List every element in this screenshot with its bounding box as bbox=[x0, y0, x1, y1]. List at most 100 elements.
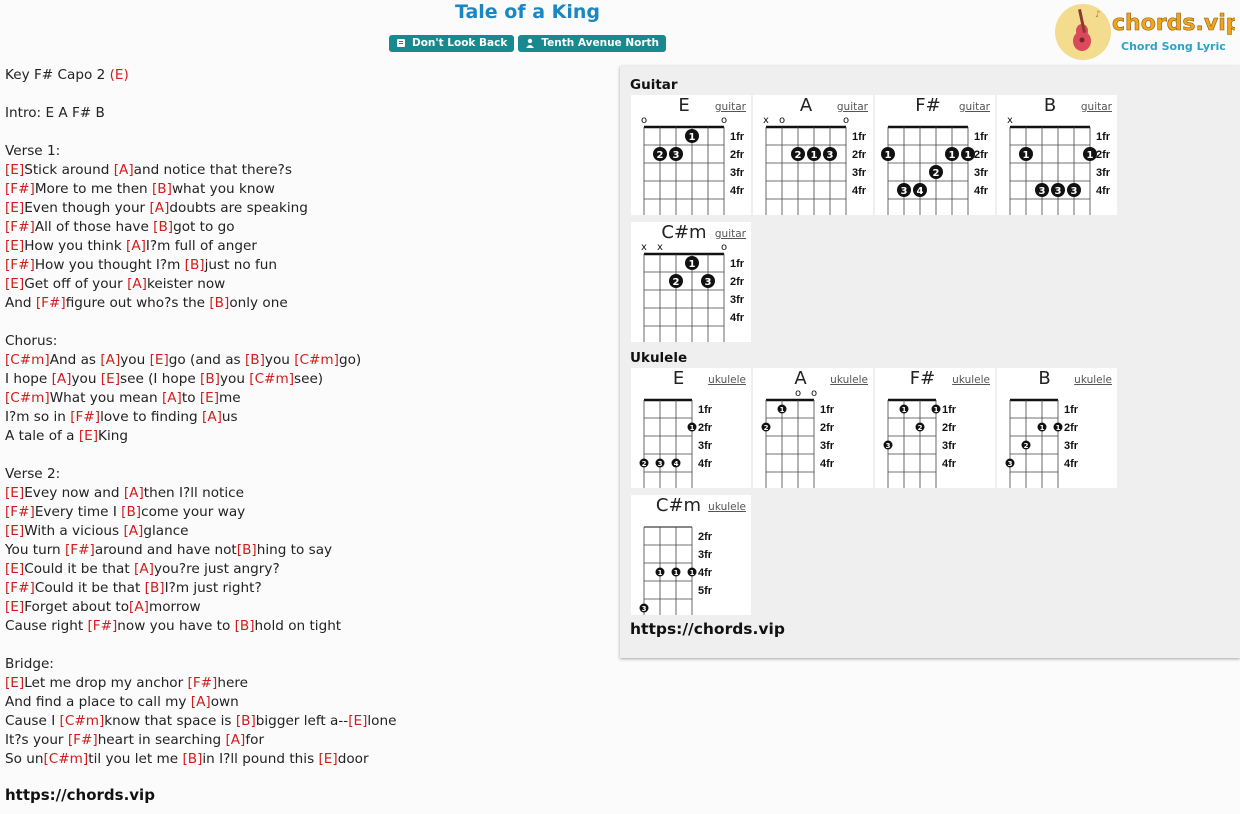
chord-link[interactable]: [C#m] bbox=[59, 713, 105, 729]
svg-text:2fr: 2fr bbox=[1064, 422, 1079, 434]
chord-link[interactable]: [F#] bbox=[70, 409, 101, 425]
chord-link[interactable]: [F#] bbox=[64, 542, 95, 558]
chord-link[interactable]: [A] bbox=[161, 390, 182, 406]
lyric-text: How you thought I?m bbox=[34, 257, 185, 273]
chord-link[interactable]: [F#] bbox=[5, 504, 35, 520]
chord-link[interactable]: [E] bbox=[5, 561, 25, 577]
lyric-line: A tale of a [E]King bbox=[5, 427, 605, 446]
chord-link[interactable]: [B] bbox=[121, 504, 142, 520]
chord-link[interactable]: [A] bbox=[127, 276, 147, 292]
site-logo[interactable]: ♪ chords.vip Chord Song Lyric bbox=[1055, 3, 1240, 61]
chord-link[interactable]: [A] bbox=[129, 599, 149, 615]
song-title[interactable]: Tale of a King bbox=[454, 1, 601, 23]
svg-text:4: 4 bbox=[674, 460, 679, 468]
svg-text:3fr: 3fr bbox=[1096, 167, 1111, 179]
chord-link[interactable]: [A] bbox=[123, 485, 144, 501]
chord-link[interactable]: [C#m] bbox=[5, 352, 50, 368]
chord-link[interactable]: [E] bbox=[5, 200, 25, 216]
chord-link[interactable]: [A] bbox=[113, 162, 134, 178]
chord-link[interactable]: [E] bbox=[149, 352, 169, 368]
instrument-link[interactable]: guitar bbox=[836, 101, 868, 113]
chord-link[interactable]: [F#] bbox=[67, 732, 98, 748]
panel-url[interactable]: https://chords.vip bbox=[630, 620, 785, 638]
svg-text:4fr: 4fr bbox=[820, 458, 835, 470]
chord-link[interactable]: [B] bbox=[235, 713, 256, 729]
lyric-text: go) bbox=[338, 352, 362, 368]
lyric-text: know that space is bbox=[104, 713, 236, 729]
chord-link[interactable]: [E] bbox=[78, 428, 99, 444]
chord-link[interactable]: [A] bbox=[123, 523, 144, 539]
chord-link[interactable]: [E] bbox=[318, 751, 338, 767]
svg-text:1: 1 bbox=[885, 150, 892, 161]
chord-link[interactable]: [B] bbox=[244, 352, 265, 368]
svg-text:1: 1 bbox=[690, 569, 695, 577]
chord-link[interactable]: [F#] bbox=[187, 675, 218, 691]
chord-link[interactable]: [B] bbox=[184, 257, 205, 273]
instrument-link[interactable]: ukulele bbox=[952, 374, 990, 386]
chord-link[interactable]: (E) bbox=[109, 67, 129, 83]
chord-link[interactable]: [B] bbox=[182, 751, 203, 767]
svg-text:1: 1 bbox=[1040, 424, 1045, 432]
chord-link[interactable]: [E] bbox=[5, 162, 25, 178]
chord-link[interactable]: [C#m] bbox=[249, 371, 294, 387]
chord-link[interactable]: [E] bbox=[5, 523, 25, 539]
chord-link[interactable]: [A] bbox=[149, 200, 170, 216]
chord-link[interactable]: [B] bbox=[234, 618, 255, 634]
chord-link[interactable]: [E] bbox=[5, 675, 25, 691]
svg-text:o: o bbox=[721, 242, 727, 253]
chord-link[interactable]: [A] bbox=[225, 732, 246, 748]
instrument-link[interactable]: guitar bbox=[958, 101, 990, 113]
chord-link[interactable]: [E] bbox=[5, 238, 25, 254]
chord-link[interactable]: [A] bbox=[100, 352, 121, 368]
chord-link[interactable]: [C#m] bbox=[5, 390, 50, 406]
instrument-link[interactable]: guitar bbox=[714, 228, 746, 240]
chord-link[interactable]: [A] bbox=[190, 694, 211, 710]
chord-link[interactable]: [C#m] bbox=[43, 751, 89, 767]
lyric-text: til you let me bbox=[88, 751, 183, 767]
chord-link[interactable]: [E] bbox=[348, 713, 368, 729]
album-badge[interactable]: Don't Look Back bbox=[389, 35, 515, 52]
chord-link[interactable]: [F#] bbox=[5, 219, 35, 235]
chord-link[interactable]: [A] bbox=[126, 238, 146, 254]
chord-link[interactable]: [F#] bbox=[5, 580, 35, 596]
footer-url[interactable]: https://chords.vip bbox=[5, 786, 155, 804]
chord-link[interactable]: [C#m] bbox=[294, 352, 339, 368]
chord-link[interactable]: [B] bbox=[209, 295, 230, 311]
chord-link[interactable]: [F#] bbox=[5, 257, 35, 273]
chord-link[interactable]: [E] bbox=[5, 485, 25, 501]
instrument-link[interactable]: ukulele bbox=[708, 374, 746, 386]
chord-link[interactable]: [A] bbox=[202, 409, 222, 425]
chord-link[interactable]: [F#] bbox=[5, 181, 35, 197]
chord-link[interactable]: [E] bbox=[100, 371, 120, 387]
chord-link[interactable]: [E] bbox=[5, 599, 25, 615]
instrument-link[interactable]: ukulele bbox=[830, 374, 868, 386]
chord-link[interactable]: [E] bbox=[199, 390, 220, 406]
chord-link[interactable]: [B] bbox=[200, 371, 220, 387]
chord-link[interactable]: [E] bbox=[5, 276, 25, 292]
chord-link[interactable]: [B] bbox=[236, 542, 257, 558]
instrument-link[interactable]: ukulele bbox=[708, 501, 746, 513]
svg-text:1: 1 bbox=[1087, 150, 1094, 161]
album-name: Don't Look Back bbox=[412, 37, 508, 49]
instrument-link[interactable]: guitar bbox=[1080, 101, 1112, 113]
chord-link[interactable]: [B] bbox=[144, 580, 165, 596]
chord-link[interactable]: [B] bbox=[152, 181, 172, 197]
instrument-link[interactable]: ukulele bbox=[1074, 374, 1112, 386]
artist-badge[interactable]: Tenth Avenue North bbox=[518, 35, 666, 52]
chord-link[interactable]: [B] bbox=[153, 219, 174, 235]
chord-link[interactable]: [A] bbox=[51, 371, 72, 387]
chord-link[interactable]: [A] bbox=[134, 561, 154, 577]
chord-link[interactable]: [F#] bbox=[87, 618, 118, 634]
instrument-link[interactable]: guitar bbox=[714, 101, 746, 113]
chord-link[interactable]: [F#] bbox=[35, 295, 66, 311]
